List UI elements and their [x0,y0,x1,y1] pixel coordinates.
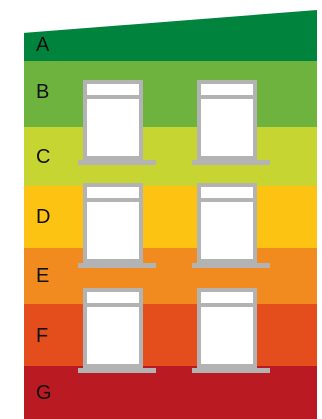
window-transom [197,303,257,307]
band-d: D [24,186,317,248]
window-bottom-left [78,288,156,374]
window-sill [78,263,156,268]
window-frame [197,288,257,368]
window-top-right [192,80,270,166]
band-b-label: B [36,82,49,102]
band-g: G [24,366,317,419]
window-middle-left [78,183,156,269]
window-frame [197,183,257,263]
window-sill [78,368,156,373]
band-g-label: G [36,383,52,403]
window-sill [192,368,270,373]
window-sill [78,160,156,165]
window-transom [83,198,143,202]
band-f-label: F [36,326,48,346]
band-e: E [24,248,317,304]
band-c: C [24,127,317,186]
window-frame [197,80,257,160]
band-c-label: C [36,147,50,167]
window-bottom-right [192,288,270,374]
window-middle-right [192,183,270,269]
band-d-label: D [36,207,50,227]
building-facade: A B C D E F G [24,10,317,419]
window-transom [197,198,257,202]
window-sill [192,263,270,268]
window-frame [83,288,143,368]
window-top-left [78,80,156,166]
band-e-label: E [36,266,49,286]
window-transom [197,95,257,99]
band-a: A [24,10,317,61]
band-a-label: A [36,35,49,55]
window-frame [83,80,143,160]
window-sill [192,160,270,165]
band-f: F [24,304,317,366]
window-transom [83,303,143,307]
band-b: B [24,61,317,127]
window-transom [83,95,143,99]
window-frame [83,183,143,263]
